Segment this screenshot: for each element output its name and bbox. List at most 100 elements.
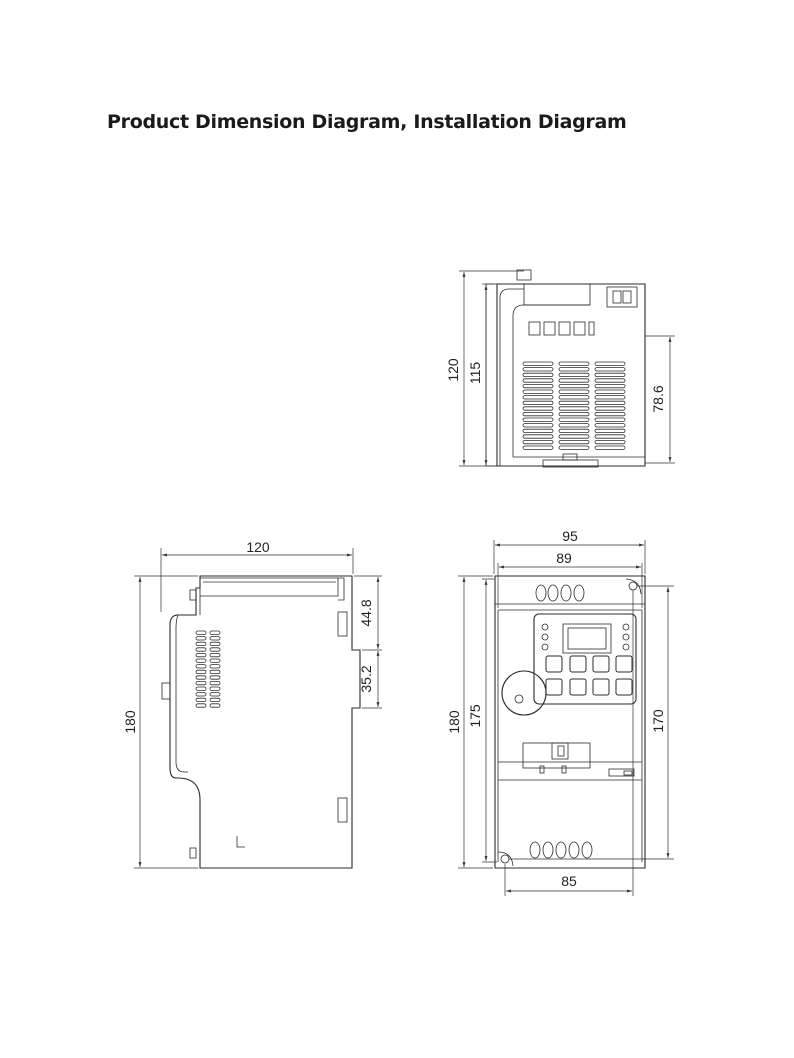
vent-slot <box>594 417 626 422</box>
front-dim-overall-height-label: 180 <box>446 710 462 734</box>
vent-slot <box>522 400 554 406</box>
front-dim-mount-width: 85 <box>504 590 634 896</box>
vent-slot <box>195 681 207 686</box>
vent-slot <box>209 675 221 680</box>
vent-slot <box>594 383 626 389</box>
vent-slot <box>195 686 207 691</box>
front-dim-body-height: 175 <box>467 578 497 863</box>
top-view: 120 115 78.6 <box>445 269 675 468</box>
side-dim-height-label: 180 <box>122 710 138 734</box>
vent-slot <box>594 372 626 378</box>
vent-slot <box>195 647 207 652</box>
top-view-outline <box>485 269 646 468</box>
vent-slot <box>558 400 590 406</box>
vent-slot <box>195 675 207 680</box>
side-view-outline <box>161 575 361 869</box>
vent-slot <box>558 389 590 394</box>
side-dim-rail-offset-label: 44.8 <box>358 599 374 626</box>
front-dim-body-width-label: 89 <box>556 550 572 566</box>
vent-slot <box>195 641 207 647</box>
side-dim-width: 120 <box>160 539 354 612</box>
vent-slot <box>558 372 590 378</box>
vent-slot <box>558 423 590 428</box>
front-dim-overall-height: 180 <box>446 575 493 869</box>
vent-slot <box>558 434 590 439</box>
vent-slot <box>522 411 554 417</box>
vent-slot <box>594 445 626 450</box>
vent-slot <box>522 361 554 366</box>
vent-slot <box>522 367 554 372</box>
vent-slot <box>522 423 554 428</box>
top-dim-body-height: 115 <box>467 283 495 465</box>
page-title: Product Dimension Diagram, Installation … <box>107 111 627 133</box>
side-dim-width-label: 120 <box>246 539 270 555</box>
vent-slot <box>558 378 590 383</box>
front-dim-mount-width-label: 85 <box>561 873 577 889</box>
front-view-outline <box>494 575 646 869</box>
top-dim-overall-height: 120 <box>445 270 524 467</box>
front-dim-overall-width-label: 95 <box>562 528 578 544</box>
front-view: 95 89 180 175 170 85 <box>446 528 674 896</box>
vent-slot <box>522 378 554 383</box>
vent-slot <box>594 439 626 445</box>
vent-slot <box>594 389 626 394</box>
vent-slot <box>594 361 626 366</box>
vent-slot <box>209 686 221 691</box>
side-dim-rail-offset: 44.8 <box>354 575 382 651</box>
vent-slot <box>558 411 590 417</box>
top-dim-vent-height-label: 78.6 <box>650 385 666 412</box>
vent-slot <box>522 383 554 389</box>
vent-slot <box>558 439 590 445</box>
vent-slot <box>522 439 554 445</box>
vent-slot <box>594 423 626 428</box>
vent-slot <box>195 692 207 697</box>
vent-slot <box>195 636 207 641</box>
vent-slot <box>594 406 626 411</box>
vent-slot <box>209 636 221 641</box>
front-view-rail-clip <box>522 742 635 777</box>
front-view-bottom-terminals <box>529 841 593 859</box>
front-dim-body-width: 89 <box>497 550 643 608</box>
vent-slot <box>522 417 554 422</box>
vent-slot <box>594 411 626 417</box>
vent-slot <box>209 630 221 635</box>
vent-slot <box>195 653 207 658</box>
vent-slot <box>522 389 554 394</box>
vent-slot <box>594 400 626 406</box>
vent-slot <box>209 664 221 669</box>
vent-slot <box>594 395 626 400</box>
vent-slot <box>209 658 221 663</box>
vent-slot <box>195 658 207 663</box>
vent-slot <box>195 630 207 635</box>
vent-slot <box>209 681 221 686</box>
vent-slot <box>522 406 554 411</box>
side-view: 120 180 44.8 35.2 <box>122 539 382 869</box>
front-dim-body-height-label: 175 <box>467 704 483 728</box>
vent-slot <box>558 417 590 422</box>
top-view-terminal-block <box>528 321 595 336</box>
front-view-potentiometer <box>501 670 547 716</box>
top-dim-body-height-label: 115 <box>467 362 483 385</box>
vent-slot <box>558 395 590 400</box>
vent-slot <box>209 641 221 647</box>
vent-slot <box>195 669 207 675</box>
vent-slot <box>594 378 626 383</box>
vent-slot <box>594 434 626 439</box>
side-dim-rail-width-label: 35.2 <box>358 665 374 692</box>
vent-slot <box>558 428 590 434</box>
vent-slot <box>558 383 590 389</box>
vent-slot <box>558 445 590 450</box>
vent-slot <box>209 697 221 703</box>
vent-slot <box>522 445 554 450</box>
vent-slot <box>522 428 554 434</box>
vent-slot <box>209 669 221 675</box>
top-dim-vent-height: 78.6 <box>645 335 675 464</box>
front-view-keypad <box>533 613 637 705</box>
top-dim-overall-height-label: 120 <box>445 358 461 382</box>
top-view-vent-slots <box>522 361 626 450</box>
vent-slot <box>209 703 221 708</box>
vent-slot <box>209 653 221 658</box>
vent-slot <box>195 664 207 669</box>
side-dim-rail-width: 35.2 <box>358 651 382 709</box>
vent-slot <box>558 406 590 411</box>
